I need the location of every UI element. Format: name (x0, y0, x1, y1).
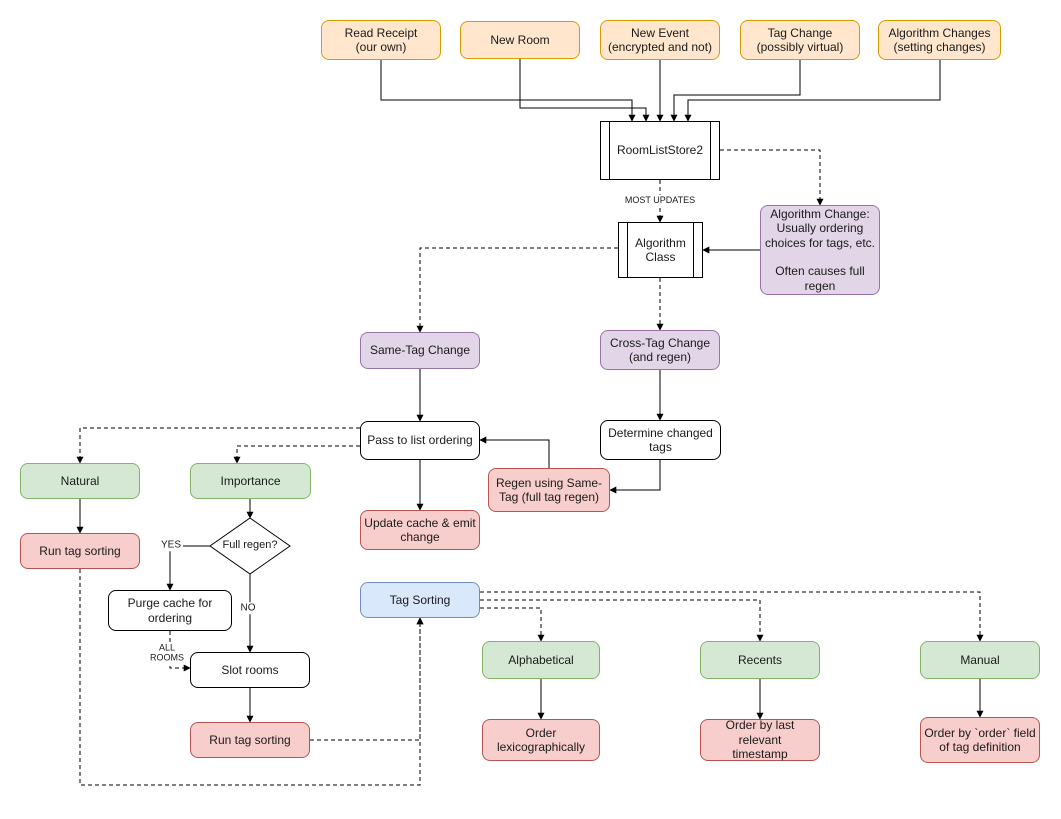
node-algorithm-class: Algorithm Class (618, 222, 703, 278)
node-cross-tag-change: Cross-Tag Change (and regen) (600, 330, 720, 370)
full-regen-decision-shape (209, 517, 291, 575)
node-natural: Natural (20, 463, 140, 499)
node-pass-to-list-ordering: Pass to list ordering (360, 421, 480, 460)
edge-pass-to-importance (233, 445, 360, 464)
node-new-event: New Event (encrypted and not) (600, 20, 720, 60)
edge-full-regen-yes-to-purge (166, 545, 210, 591)
node-order-by-order-field: Order by `order` field of tag definition (920, 717, 1040, 763)
node-recents: Recents (700, 641, 820, 679)
node-manual: Manual (920, 641, 1040, 679)
node-same-tag-change: Same-Tag Change (360, 332, 480, 369)
node-tag-change: Tag Change (possibly virtual) (740, 20, 860, 60)
edge-tag-sorting-to-alphabetical (480, 607, 545, 642)
edge-algorithm-changes-to-roomliststore2 (684, 60, 941, 122)
node-importance: Importance (190, 463, 311, 499)
edge-determine-to-regen (609, 460, 661, 494)
edge-tag-sorting-to-manual (480, 591, 984, 642)
node-algorithm-change-note: Algorithm Change: Usually ordering choic… (760, 205, 880, 295)
node-read-receipt: Read Receipt (our own) (321, 20, 441, 60)
edge-tag-change-to-roomliststore2 (670, 60, 801, 122)
node-purge-cache-for-ordering: Purge cache for ordering (108, 590, 232, 631)
node-new-room: New Room (460, 21, 580, 59)
edge-run-bottom-to-tag-sorting (310, 617, 424, 741)
edge-regen-to-pass (479, 436, 550, 468)
edge-read-receipt-to-roomliststore2 (380, 60, 636, 122)
edge-roomliststore2-to-note (720, 149, 824, 206)
node-run-tag-sorting-bottom: Run tag sorting (190, 722, 310, 758)
node-full-regen-decision-label: Full regen? (222, 539, 278, 552)
node-slot-rooms: Slot rooms (190, 652, 310, 688)
node-algorithm-changes: Algorithm Changes (setting changes) (878, 20, 1001, 60)
edge-purge-to-slot-rooms (169, 631, 191, 672)
node-tag-sorting: Tag Sorting (360, 582, 480, 618)
node-regen-using-same-tag: Regen using Same- Tag (full tag regen) (488, 468, 610, 512)
edge-tag-sorting-to-recents (480, 599, 764, 642)
node-run-tag-sorting-left: Run tag sorting (20, 533, 140, 569)
node-update-cache-emit-change: Update cache & emit change (360, 510, 480, 550)
node-room-list-store2: RoomListStore2 (600, 121, 720, 180)
edge-algorithm-class-to-same-tag (416, 247, 618, 333)
edge-label-all-rooms: ALL ROOMS (147, 642, 187, 664)
node-order-by-last-relevant-timestamp: Order by last relevant timestamp (700, 718, 820, 761)
edge-label-no: NO (238, 602, 258, 614)
node-determine-changed-tags: Determine changed tags (600, 420, 721, 460)
edge-pass-to-natural (76, 427, 360, 464)
edge-new-room-to-roomliststore2 (519, 59, 650, 122)
edge-label-yes: YES (158, 539, 184, 551)
node-alphabetical: Alphabetical (482, 641, 600, 679)
node-order-lexicographically: Order lexicographically (482, 719, 600, 761)
edge-label-most-updates: MOST UPDATES (622, 194, 698, 206)
